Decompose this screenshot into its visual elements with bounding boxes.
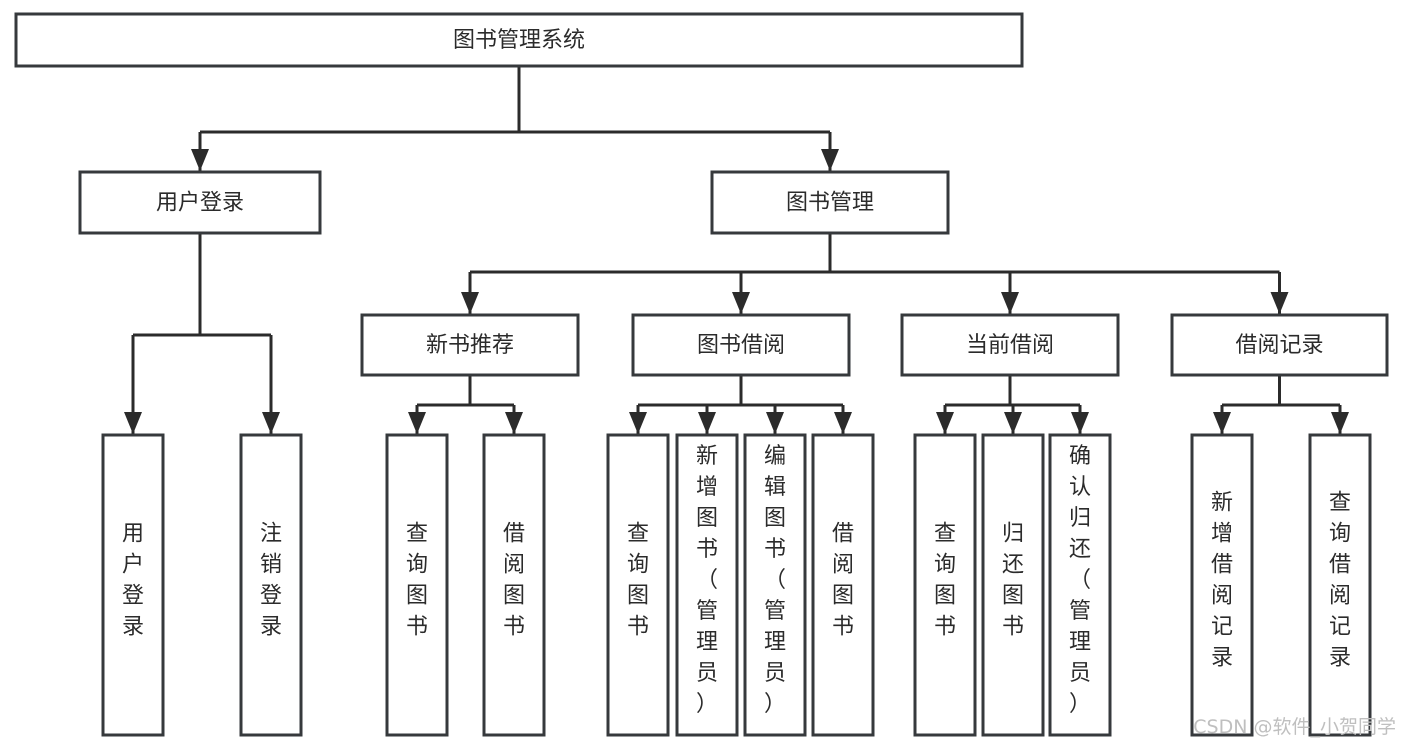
node-borrow-record[interactable]: 借阅记录 <box>1170 313 1389 377</box>
user-login-branch-arrow-0 <box>124 412 142 434</box>
node-label-root: 图书管理系统 <box>453 28 585 53</box>
node-box-leaf-query-book-2[interactable] <box>606 433 670 737</box>
borrow-record-branch-arrow-0 <box>1213 412 1231 434</box>
node-leaf-query-book-2[interactable]: 查询图书 <box>606 433 670 737</box>
node-box-leaf-add-record[interactable] <box>1190 433 1254 737</box>
node-box-leaf-query-record[interactable] <box>1308 433 1372 737</box>
node-label-leaf-borrow-book-2: 借阅图书 <box>832 522 854 640</box>
watermark-label: CSDN @软件_小贺同学 <box>1193 716 1396 738</box>
node-box-leaf-user-login[interactable] <box>101 433 165 737</box>
current-borrow-branch-arrow-2 <box>1071 412 1089 434</box>
node-box-leaf-edit-book[interactable] <box>743 433 807 737</box>
node-label-leaf-return-book: 归还图书 <box>1002 522 1024 640</box>
node-leaf-return-book[interactable]: 归还图书 <box>981 433 1045 737</box>
book-borrow-branch-arrow-0 <box>629 412 647 434</box>
node-leaf-query-book-1[interactable]: 查询图书 <box>385 433 449 737</box>
node-label-current-borrow: 当前借阅 <box>966 333 1054 358</box>
node-leaf-user-login[interactable]: 用户登录 <box>101 433 165 737</box>
node-label-leaf-edit-book: 编辑图书（管理员） <box>764 444 786 717</box>
node-box-book-manage[interactable] <box>710 170 950 235</box>
node-label-new-book-recommend: 新书推荐 <box>426 333 514 358</box>
node-label-leaf-confirm-return: 确认归还（管理员） <box>1069 444 1091 717</box>
user-login-branch-arrow-1 <box>262 412 280 434</box>
node-box-leaf-logout[interactable] <box>239 433 303 737</box>
node-leaf-query-record[interactable]: 查询借阅记录 <box>1308 433 1372 737</box>
node-leaf-add-record[interactable]: 新增借阅记录 <box>1190 433 1254 737</box>
node-boxes: 图书管理系统用户登录图书管理新书推荐图书借阅当前借阅借阅记录用户登录注销登录查询… <box>14 12 1389 737</box>
node-box-current-borrow[interactable] <box>900 313 1120 377</box>
node-label-book-manage: 图书管理 <box>786 191 874 216</box>
node-leaf-logout[interactable]: 注销登录 <box>239 433 303 737</box>
node-leaf-query-book-3[interactable]: 查询图书 <box>913 433 977 737</box>
node-box-user-login[interactable] <box>78 170 322 235</box>
node-box-root[interactable] <box>14 12 1024 68</box>
book-manage-branch-arrow-0 <box>461 292 479 314</box>
root-branch-arrow-1 <box>821 149 839 171</box>
node-leaf-borrow-book-1[interactable]: 借阅图书 <box>482 433 546 737</box>
node-label-leaf-logout: 注销登录 <box>260 522 282 640</box>
root-branch-arrow-0 <box>191 149 209 171</box>
node-label-leaf-query-book-2: 查询图书 <box>627 522 649 640</box>
new-book-recommend-branch-arrow-1 <box>505 412 523 434</box>
node-leaf-add-book[interactable]: 新增图书（管理员） <box>675 433 739 737</box>
node-label-user-login: 用户登录 <box>156 191 244 216</box>
node-box-new-book-recommend[interactable] <box>360 313 580 377</box>
node-box-borrow-record[interactable] <box>1170 313 1389 377</box>
node-leaf-confirm-return[interactable]: 确认归还（管理员） <box>1048 433 1112 737</box>
node-book-manage[interactable]: 图书管理 <box>710 170 950 235</box>
book-borrow-branch-arrow-2 <box>766 412 784 434</box>
node-leaf-edit-book[interactable]: 编辑图书（管理员） <box>743 433 807 737</box>
node-current-borrow[interactable]: 当前借阅 <box>900 313 1120 377</box>
node-box-leaf-return-book[interactable] <box>981 433 1045 737</box>
node-label-leaf-add-book: 新增图书（管理员） <box>696 444 718 717</box>
node-box-book-borrow[interactable] <box>631 313 851 377</box>
node-root[interactable]: 图书管理系统 <box>14 12 1024 68</box>
book-manage-branch-arrow-2 <box>1001 292 1019 314</box>
node-leaf-borrow-book-2[interactable]: 借阅图书 <box>811 433 875 737</box>
connector-lines <box>124 66 1349 434</box>
book-manage-branch-arrow-1 <box>732 292 750 314</box>
node-label-leaf-query-book-1: 查询图书 <box>406 522 428 640</box>
node-book-borrow[interactable]: 图书借阅 <box>631 313 851 377</box>
book-borrow-branch-arrow-1 <box>698 412 716 434</box>
node-box-leaf-borrow-book-2[interactable] <box>811 433 875 737</box>
node-box-leaf-borrow-book-1[interactable] <box>482 433 546 737</box>
new-book-recommend-branch-arrow-0 <box>408 412 426 434</box>
node-new-book-recommend[interactable]: 新书推荐 <box>360 313 580 377</box>
book-borrow-branch-arrow-3 <box>834 412 852 434</box>
node-box-leaf-confirm-return[interactable] <box>1048 433 1112 737</box>
book-manage-branch-arrow-3 <box>1270 292 1289 314</box>
node-label-leaf-add-record: 新增借阅记录 <box>1211 491 1233 671</box>
node-label-leaf-user-login: 用户登录 <box>122 522 144 640</box>
node-box-leaf-add-book[interactable] <box>675 433 739 737</box>
node-box-leaf-query-book-1[interactable] <box>385 433 449 737</box>
node-label-borrow-record: 借阅记录 <box>1235 333 1323 358</box>
node-label-book-borrow: 图书借阅 <box>697 333 785 358</box>
current-borrow-branch-arrow-1 <box>1004 412 1022 434</box>
node-label-leaf-query-book-3: 查询图书 <box>934 522 956 640</box>
node-user-login[interactable]: 用户登录 <box>78 170 322 235</box>
borrow-record-branch-arrow-1 <box>1331 412 1349 434</box>
current-borrow-branch-arrow-0 <box>936 412 954 434</box>
node-label-leaf-borrow-book-1: 借阅图书 <box>503 522 525 640</box>
node-box-leaf-query-book-3[interactable] <box>913 433 977 737</box>
node-label-leaf-query-record: 查询借阅记录 <box>1329 491 1351 671</box>
